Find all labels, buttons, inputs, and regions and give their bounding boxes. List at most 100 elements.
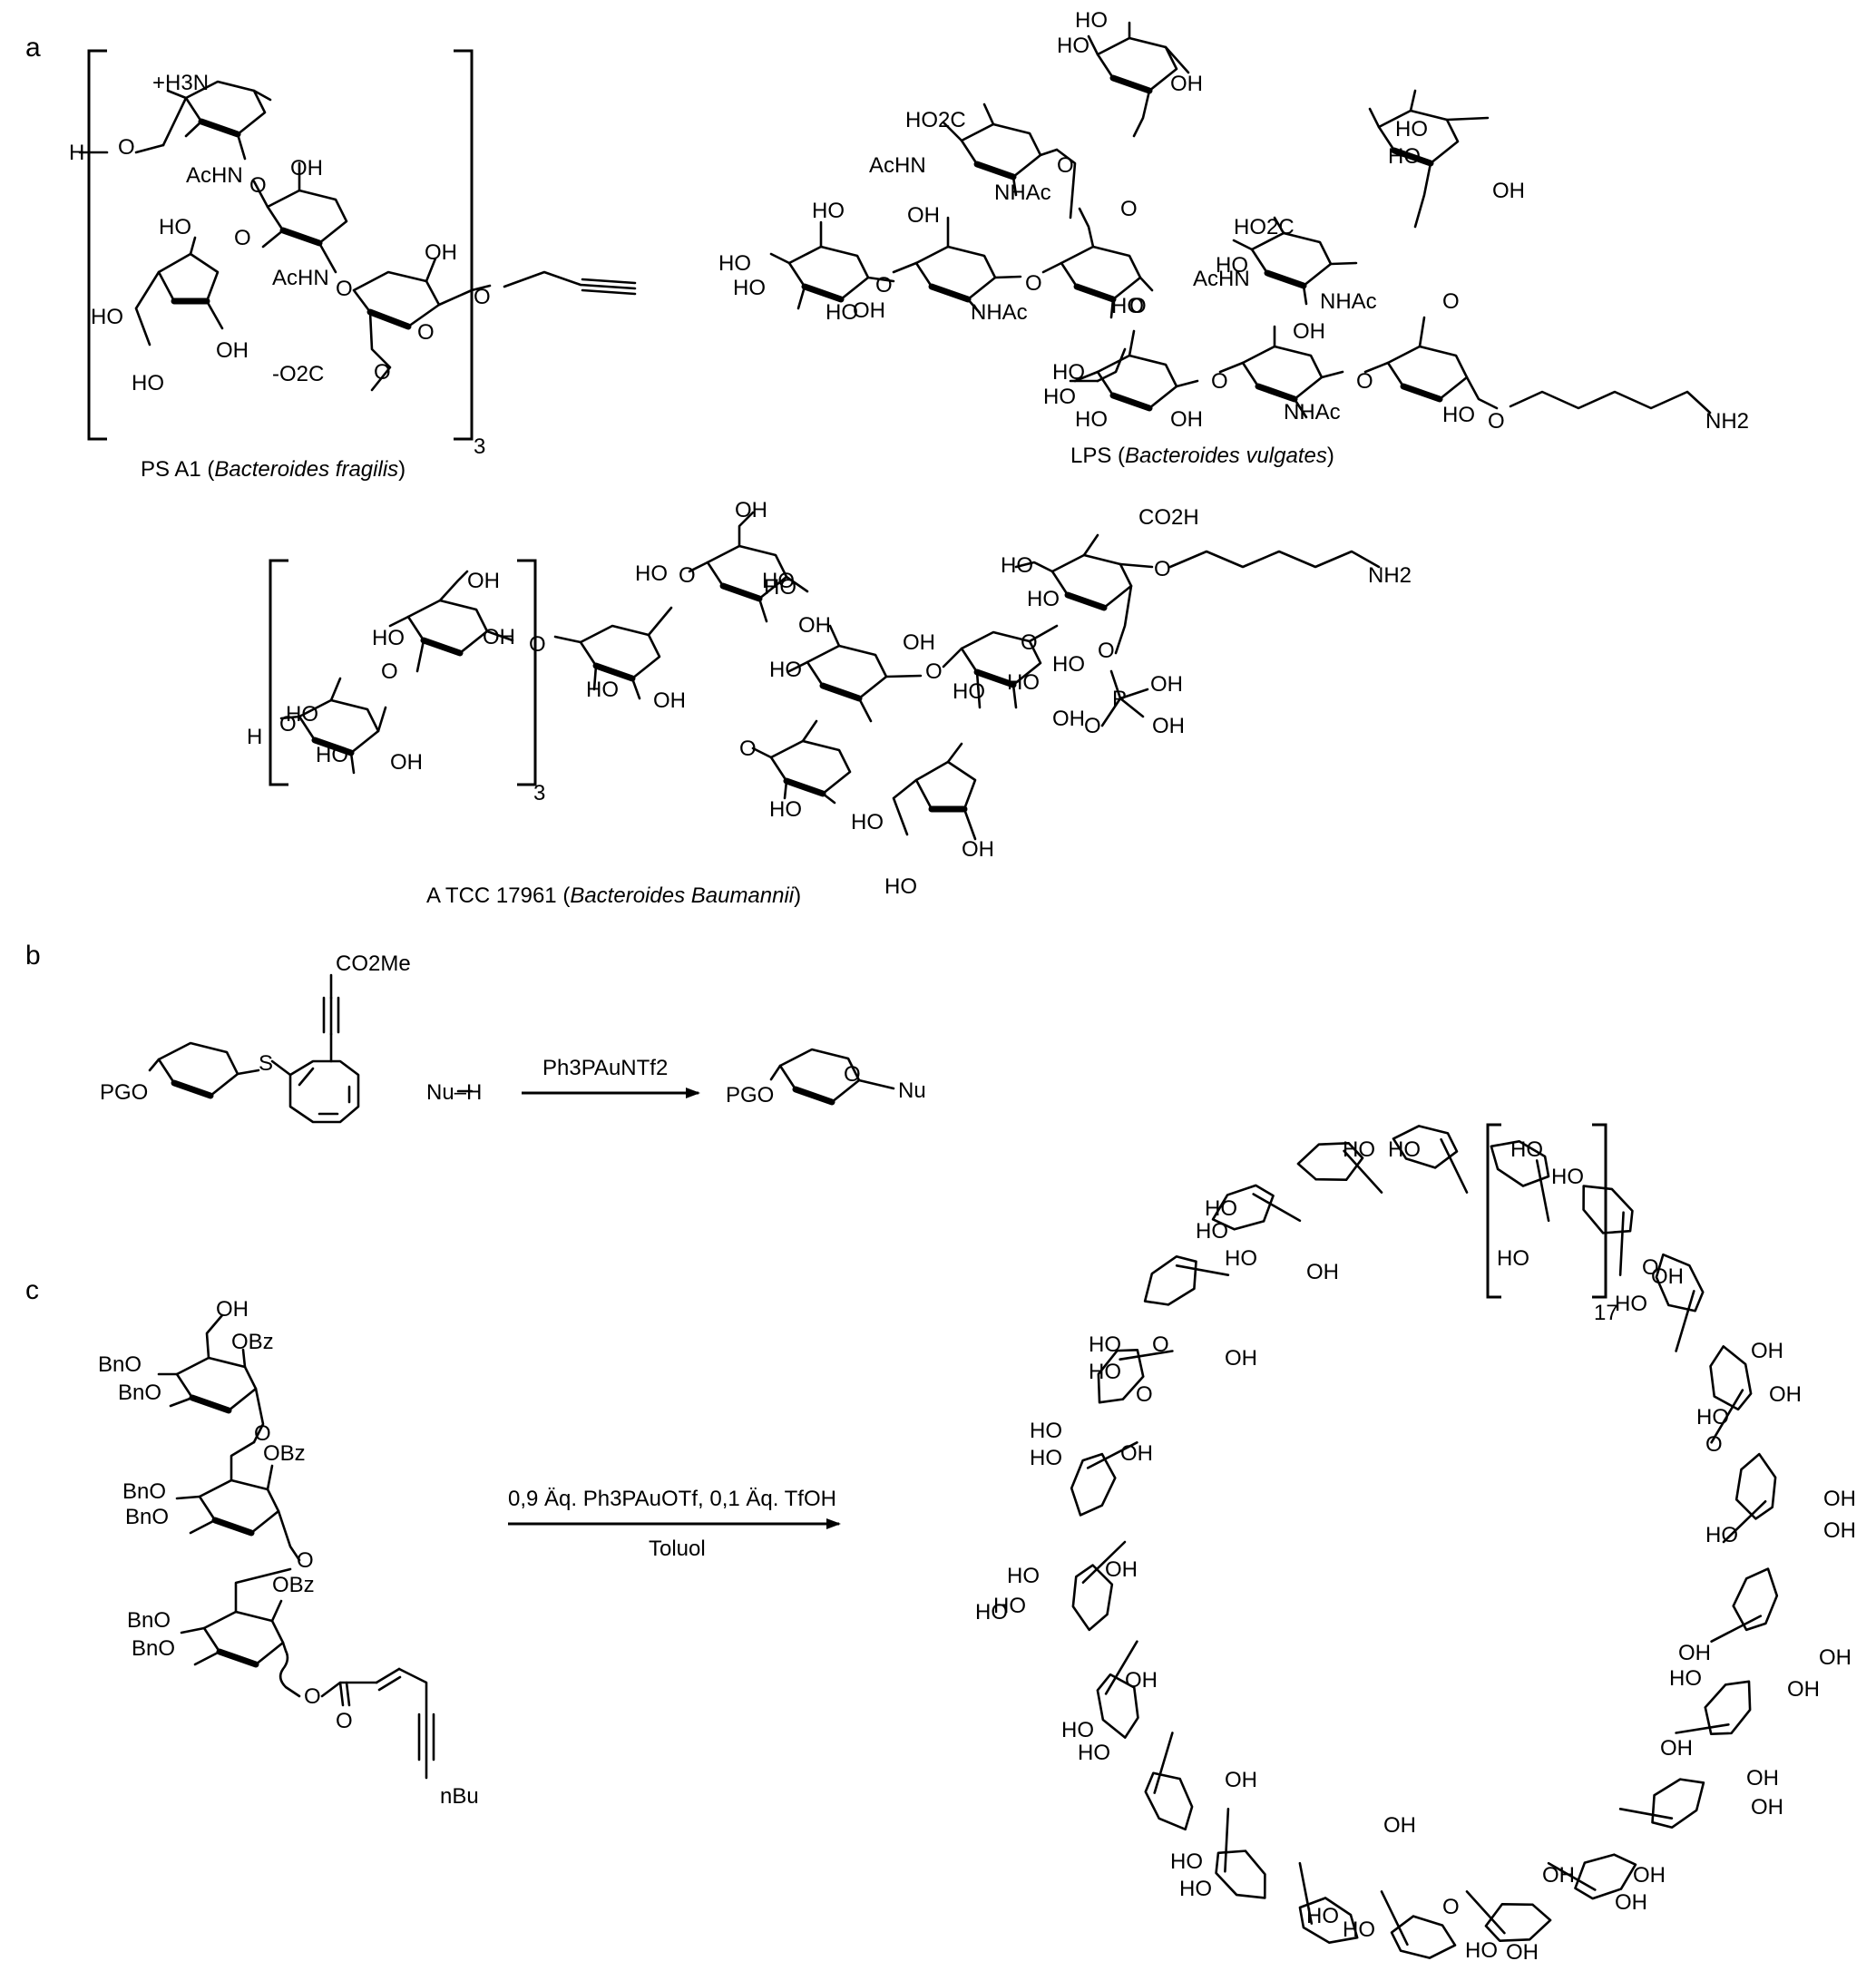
svg-text:O: O bbox=[1705, 1432, 1723, 1457]
svg-text:OH: OH bbox=[1170, 407, 1203, 432]
svg-text:HO: HO bbox=[1306, 1904, 1339, 1928]
macrocycle-glucose-ring bbox=[1215, 1849, 1266, 1899]
macrocycle-glycosidic-link bbox=[1175, 1264, 1230, 1276]
svg-text:HO: HO bbox=[1216, 253, 1248, 278]
macrocycle-glucose-ring bbox=[1655, 1253, 1705, 1312]
macrocycle-glucose-ring bbox=[1651, 1778, 1705, 1830]
svg-text:HO: HO bbox=[718, 251, 751, 276]
macrocycle-glucose-ring bbox=[1392, 1125, 1459, 1169]
macrocycle-glucose-ring bbox=[1211, 1184, 1275, 1231]
svg-text:O: O bbox=[1021, 630, 1038, 655]
svg-text:OH: OH bbox=[467, 569, 500, 593]
macrocycle-glycosidic-link bbox=[1710, 1615, 1763, 1643]
macrocycle-glycosidic-link bbox=[1618, 1808, 1674, 1820]
reaction-c-reagents: 0,9 Äq. Ph3PAuOTf, 0,1 Äq. TfOH bbox=[508, 1487, 836, 1511]
svg-text:PGO: PGO bbox=[726, 1083, 774, 1107]
svg-text:AcHN: AcHN bbox=[1193, 267, 1250, 291]
svg-text:HO: HO bbox=[1075, 8, 1108, 33]
macrocycle-glucose-ring bbox=[1144, 1771, 1194, 1831]
macrocycle-glucose-ring bbox=[1484, 1902, 1552, 1942]
svg-text:OH: OH bbox=[216, 338, 249, 363]
svg-text:HO: HO bbox=[586, 678, 619, 702]
svg-text:HO: HO bbox=[1027, 587, 1060, 611]
reaction-c-bonds bbox=[157, 1313, 435, 1780]
macrocycle-product: 17 bbox=[1070, 1123, 1779, 1959]
macrocycle-rings bbox=[1070, 1125, 1779, 1959]
macrocycle-glycosidic-link bbox=[1710, 1389, 1744, 1444]
macrocycle-glucose-ring bbox=[1096, 1673, 1139, 1739]
macrocycle-glucose-ring bbox=[1070, 1452, 1117, 1517]
svg-text:HO: HO bbox=[1075, 407, 1108, 432]
svg-text:OH: OH bbox=[1787, 1677, 1820, 1702]
svg-text:OH: OH bbox=[1751, 1795, 1783, 1820]
svg-text:OH: OH bbox=[907, 203, 940, 228]
svg-text:OH: OH bbox=[1751, 1339, 1783, 1363]
svg-text:CO2H: CO2H bbox=[1138, 505, 1199, 530]
macrocycle-atom-labels: HO HO HO HO HO OH HO HO O HO HO HO OH HO… bbox=[975, 1137, 1856, 1965]
ps-a1-structure: 3 bbox=[78, 49, 637, 459]
svg-text:HO: HO bbox=[975, 1600, 1008, 1625]
svg-text:HO: HO bbox=[1225, 1246, 1257, 1271]
svg-text:O: O bbox=[1211, 369, 1228, 394]
svg-text:OH: OH bbox=[1506, 1940, 1539, 1965]
svg-text:OH: OH bbox=[1651, 1264, 1684, 1289]
svg-text:O: O bbox=[381, 659, 398, 684]
svg-text:NHAc: NHAc bbox=[1320, 289, 1377, 314]
svg-text:HO: HO bbox=[1551, 1165, 1584, 1189]
svg-text:+H3N: +H3N bbox=[152, 71, 209, 95]
svg-text:NH2: NH2 bbox=[1368, 563, 1412, 588]
macrocycle-glucose-ring bbox=[1734, 1452, 1777, 1520]
svg-text:HO: HO bbox=[1052, 652, 1085, 677]
svg-text:OBz: OBz bbox=[231, 1330, 274, 1354]
caption-lps: LPS (Bacteroides vulgates) bbox=[1070, 444, 1334, 468]
svg-text:HO: HO bbox=[1089, 1332, 1121, 1357]
svg-text:HO: HO bbox=[764, 575, 796, 600]
atcc-structure: 3 bbox=[269, 511, 1381, 841]
svg-text:HO: HO bbox=[1061, 1718, 1094, 1742]
svg-text:OH: OH bbox=[1120, 1441, 1153, 1466]
macrocycle-glycosidic-link bbox=[1618, 1211, 1625, 1276]
svg-text:Ph3PAuNTf2: Ph3PAuNTf2 bbox=[542, 1056, 668, 1080]
svg-text:HO: HO bbox=[1030, 1419, 1062, 1443]
lps-atom-labels: HO HO OH HO2C AcHN NHAc O HO OH O HO HO … bbox=[718, 8, 1749, 434]
svg-text:O: O bbox=[1154, 557, 1171, 581]
svg-text:O: O bbox=[297, 1548, 314, 1573]
macrocycle-glucose-ring bbox=[1704, 1680, 1752, 1735]
caption-atcc: A TCC 17961 (Bacteroides Baumannii) bbox=[426, 883, 801, 908]
svg-text:O: O bbox=[1642, 1255, 1659, 1280]
svg-text:BnO: BnO bbox=[132, 1636, 175, 1661]
svg-text:OH: OH bbox=[1125, 1668, 1158, 1693]
svg-text:HO: HO bbox=[1001, 553, 1033, 578]
svg-text:HO: HO bbox=[1179, 1877, 1212, 1901]
svg-text:OH: OH bbox=[1615, 1890, 1647, 1915]
macrocycle-glycosidic-link bbox=[1104, 1640, 1138, 1695]
svg-text:O: O bbox=[1136, 1382, 1153, 1407]
svg-text:BnO: BnO bbox=[118, 1381, 161, 1405]
svg-text:OH: OH bbox=[653, 688, 686, 713]
macrocycle-glycosidic-link bbox=[1298, 1861, 1314, 1925]
svg-text:O: O bbox=[374, 360, 391, 385]
svg-text:OH: OH bbox=[1823, 1518, 1856, 1543]
macrocycle-glycosidic-link bbox=[1119, 1350, 1174, 1361]
svg-text:OH: OH bbox=[903, 630, 935, 655]
macrocycle-glycosidic-link bbox=[1086, 1441, 1138, 1469]
svg-text:O: O bbox=[1442, 1895, 1460, 1919]
svg-text:O: O bbox=[1152, 1332, 1169, 1357]
svg-text:HO: HO bbox=[159, 215, 191, 239]
svg-text:O: O bbox=[1084, 714, 1101, 738]
macrocycle-glycosidic-link bbox=[1440, 1137, 1469, 1194]
svg-text:OH: OH bbox=[290, 156, 323, 181]
macrocycle-glycosidic-link bbox=[1343, 1149, 1383, 1194]
svg-text:OH: OH bbox=[1170, 72, 1203, 96]
macrocycle-glycosidic-link bbox=[1535, 1159, 1550, 1223]
svg-text:OBz: OBz bbox=[272, 1573, 315, 1597]
svg-text:HO: HO bbox=[1615, 1292, 1647, 1316]
svg-text:O: O bbox=[1120, 197, 1138, 221]
svg-text:HO: HO bbox=[1705, 1523, 1738, 1547]
caption-ps-a1: PS A1 (Bacteroides fragilis) bbox=[141, 457, 405, 482]
svg-text:HO: HO bbox=[1497, 1246, 1529, 1271]
macrocycle-glucose-ring bbox=[1296, 1142, 1364, 1182]
svg-text:HO: HO bbox=[733, 276, 766, 300]
atcc-atom-labels: OH HO OH HO O H O HO OH O HO OH HO O HO … bbox=[247, 498, 1412, 899]
svg-text:HO: HO bbox=[851, 810, 884, 834]
